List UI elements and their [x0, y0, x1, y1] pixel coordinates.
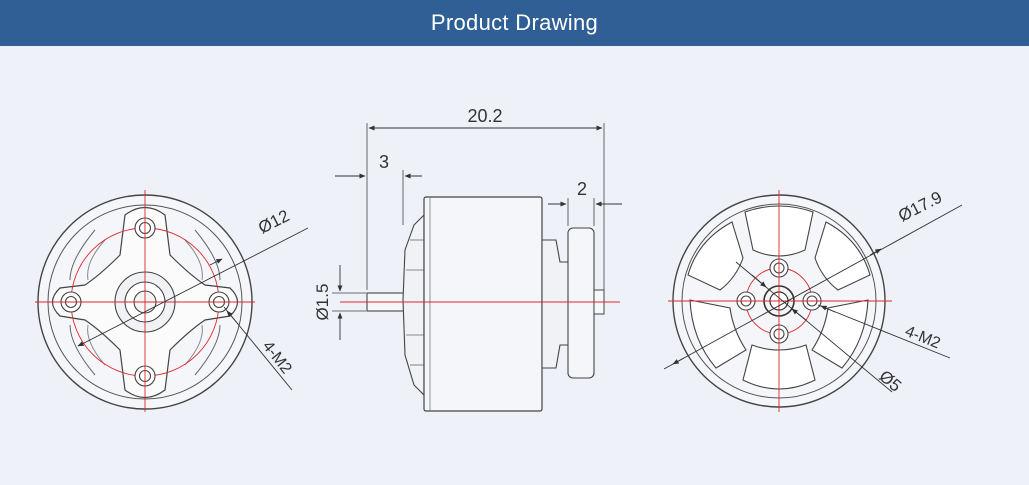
page-title: Product Drawing: [430, 10, 599, 35]
back-hole-label: Ø5: [875, 367, 905, 396]
side-front-plate: [402, 213, 425, 397]
front-diameter-label: Ø12: [255, 206, 292, 238]
side-bell-body: [423, 196, 543, 412]
back-view: Ø17.9 Ø5 4-M2: [663, 188, 963, 412]
side-back-mount: [567, 227, 595, 379]
back-thread-label: 4-M2: [903, 323, 943, 352]
header-bar: Product Drawing: [0, 0, 1029, 46]
side-cap-label: 2: [577, 179, 587, 199]
front-thread-label: 4-M2: [259, 338, 295, 377]
side-length-label: 20.2: [467, 106, 502, 126]
back-spoke-windows: [687, 205, 871, 390]
side-shaft-label: Ø1.5: [313, 284, 332, 321]
side-offset-label: 3: [379, 152, 389, 172]
product-drawing: Ø12 4-M2 20.2 3: [35, 106, 963, 412]
front-view: Ø12 4-M2: [35, 190, 309, 412]
back-diameter-label: Ø17.9: [895, 188, 945, 226]
side-view: 20.2 3 2 Ø1.5: [313, 106, 622, 412]
